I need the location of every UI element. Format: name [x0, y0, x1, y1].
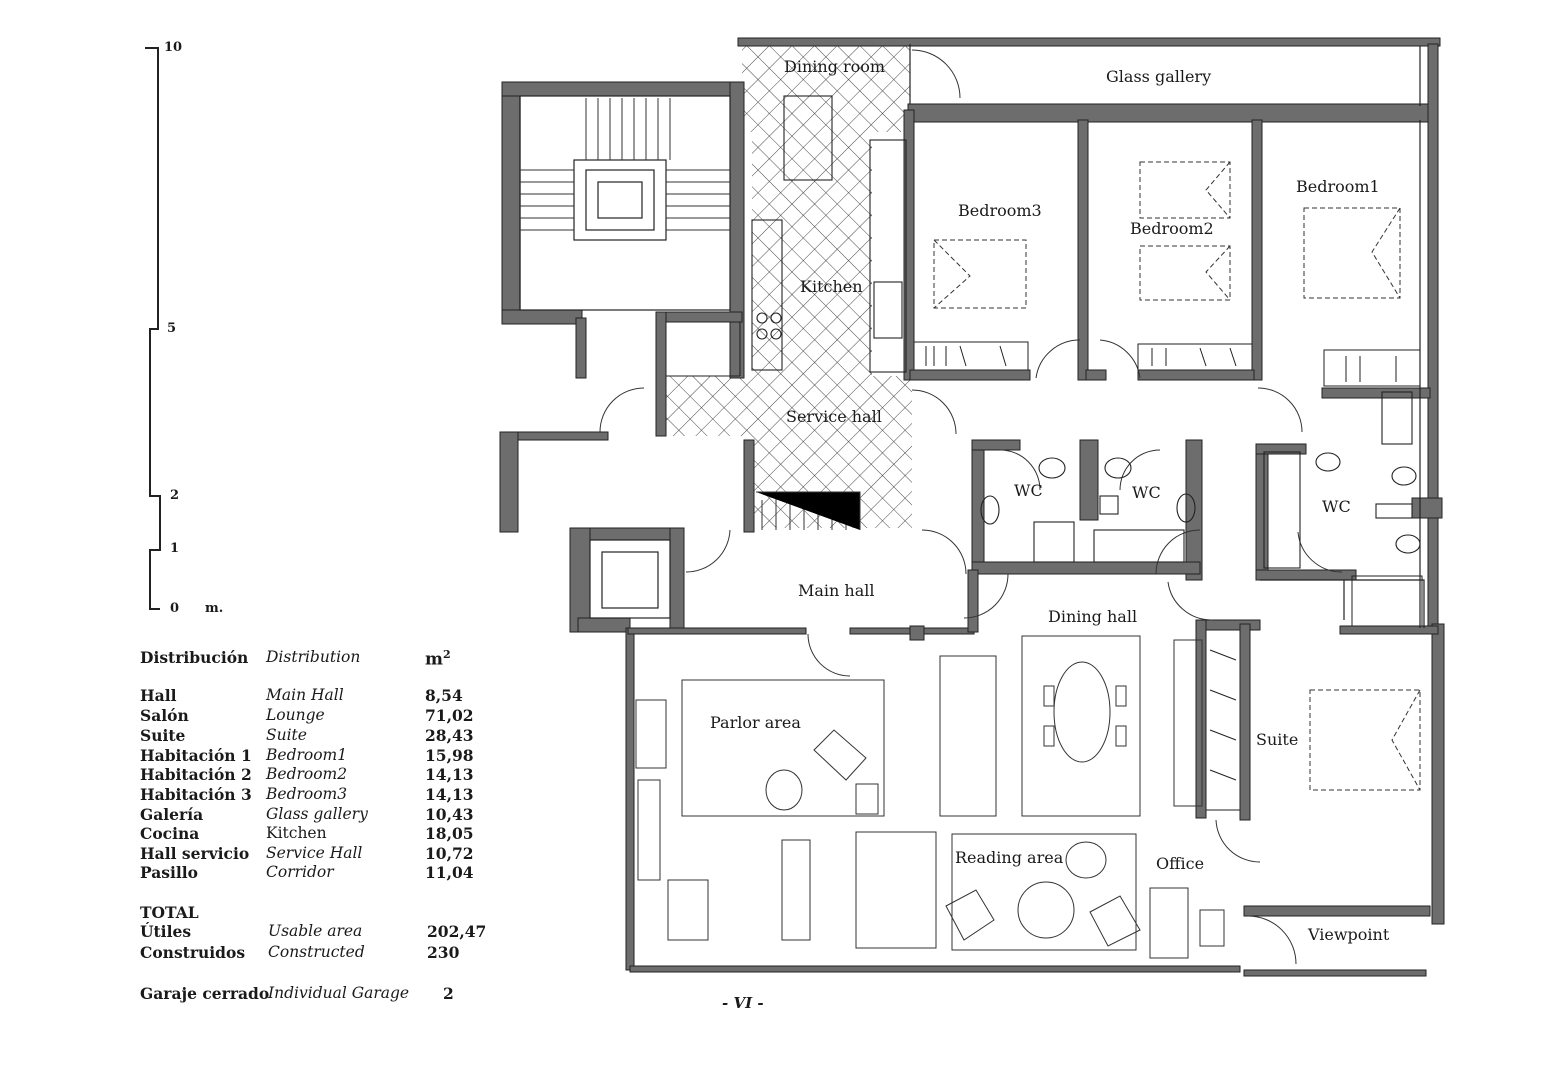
wc-fixtures [980, 391, 1421, 569]
page-number: - VI - [722, 994, 764, 1012]
door-swings [599, 49, 1343, 965]
label-wc-2: WC [1132, 483, 1161, 502]
label-viewpoint: Viewpoint [1307, 925, 1390, 944]
label-bedroom3: Bedroom3 [958, 201, 1042, 220]
label-office: Office [1156, 854, 1204, 873]
scale-tick-2: 2 [170, 488, 180, 503]
scale-bar: 10 5 2 1 0 m. [0, 0, 260, 640]
label-suite: Suite [1256, 730, 1298, 749]
kitchen-furniture [666, 95, 907, 377]
header-unit: m2 [425, 648, 451, 670]
label-reading-area: Reading area [955, 848, 1064, 867]
header-es: Distribución [140, 648, 249, 667]
label-bedroom2: Bedroom2 [1130, 219, 1214, 238]
label-glass-gallery: Glass gallery [1106, 67, 1211, 86]
label-wc-3: WC [1322, 497, 1351, 516]
bedroom-furniture [933, 161, 1421, 791]
room-labels: Dining room Glass gallery Bedroom3 Bedro… [710, 57, 1390, 944]
walls [499, 37, 1445, 977]
scale-tick-5: 5 [167, 321, 177, 336]
wardrobes [913, 341, 1423, 811]
floor-plan: Dining room Glass gallery Bedroom3 Bedro… [499, 37, 1445, 977]
label-wc-1: WC [1014, 481, 1043, 500]
scale-bar-line [145, 47, 161, 610]
thin-walls [519, 44, 1425, 628]
scale-tick-1: 1 [170, 541, 180, 556]
header-en: Distribution [266, 648, 361, 666]
tiled-floor [664, 44, 912, 528]
label-main-hall: Main hall [798, 581, 875, 600]
distribution-header: Distribución Distribution m2 [138, 648, 498, 670]
label-service-hall: Service hall [786, 407, 882, 426]
living-furniture [635, 635, 1225, 959]
staircase [520, 98, 861, 530]
label-dining-hall: Dining hall [1048, 607, 1137, 626]
label-parlor-area: Parlor area [710, 713, 801, 732]
scale-tick-0: 0 [170, 601, 180, 616]
label-dining-room: Dining room [784, 57, 885, 76]
scale-tick-10: 10 [164, 40, 183, 55]
total-label: TOTAL [140, 903, 199, 922]
label-kitchen: Kitchen [800, 277, 863, 296]
scale-unit: m. [205, 601, 224, 616]
label-bedroom1: Bedroom1 [1296, 177, 1380, 196]
